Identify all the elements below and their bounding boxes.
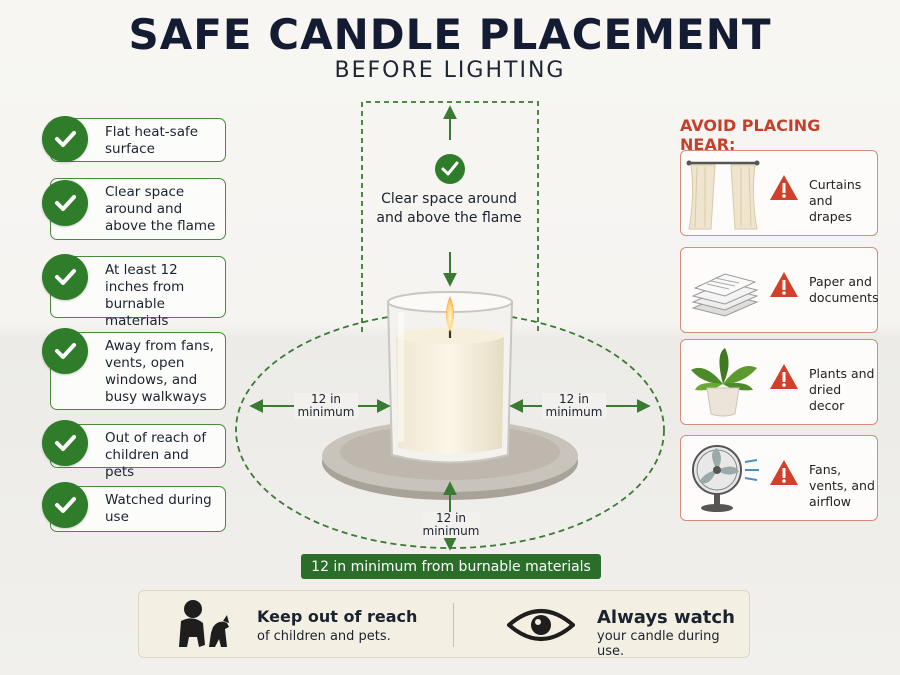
warning-icon [770, 364, 798, 389]
warning-icon [770, 272, 798, 297]
candle-jar [386, 291, 514, 464]
check-icon [42, 254, 88, 300]
warning-icon [770, 460, 798, 485]
warning-icon [770, 175, 798, 200]
check-icon [42, 420, 88, 466]
checklist-label: At least 12 inches from burnable materia… [105, 262, 185, 329]
curtains-icon [686, 160, 760, 230]
plant-icon [691, 348, 757, 417]
paper-stack-icon [691, 273, 759, 317]
fan-icon [692, 445, 759, 512]
eye-icon [507, 609, 575, 641]
bottom-reminder-bar: Keep out of reach of children and pets. … [138, 590, 750, 659]
check-icon [42, 180, 88, 226]
avoid-label: Plants and dried decor [809, 366, 875, 413]
page-title: SAFE CANDLE PLACEMENT [128, 10, 772, 59]
checklist-label: Out of reach of children and pets [105, 430, 207, 480]
avoid-card-plants: Plants and dried decor [680, 339, 878, 425]
page-subtitle: BEFORE LIGHTING [334, 58, 566, 83]
children-pets-heading: Keep out of reach [257, 607, 418, 626]
clear-space-label: Clear space around and above the flame [376, 191, 522, 226]
safety-radius-ellipse [235, 311, 665, 549]
avoid-card-paper: Paper and documents [680, 247, 879, 333]
avoid-label: Curtains and drapes [809, 177, 862, 224]
avoid-card-curtains: Curtains and drapes [680, 150, 878, 236]
clear-space-zone [361, 101, 539, 332]
children-pets-sub: of children and pets. [257, 629, 391, 644]
avoid-label: Paper and documents [809, 274, 879, 305]
checklist-label: Clear space around and above the flame [105, 184, 216, 234]
right-distance-label: 12 in minimum [542, 393, 606, 419]
bar-divider [453, 603, 454, 647]
checklist-label: Flat heat-safe surface [105, 124, 199, 157]
left-distance-label: 12 in minimum [294, 393, 358, 419]
bottom-distance-label: 12 in minimum [422, 511, 480, 538]
avoid-label: Fans, vents, and airflow [809, 462, 875, 509]
check-icon [42, 482, 88, 528]
child-and-pet-icon [179, 600, 229, 647]
always-watch-sub: your candle during use. [597, 629, 720, 659]
always-watch-heading: Always watch [597, 607, 735, 628]
checklist-label: Away from fans, vents, open windows, and… [105, 338, 214, 405]
check-icon [42, 116, 88, 162]
distance-banner: 12 in minimum from burnable materials [301, 554, 601, 579]
avoid-title: AVOID PLACING NEAR: [680, 116, 821, 154]
check-icon [42, 328, 88, 374]
checklist-label: Watched during use [105, 492, 212, 525]
avoid-card-fans: Fans, vents, and airflow [680, 435, 878, 521]
